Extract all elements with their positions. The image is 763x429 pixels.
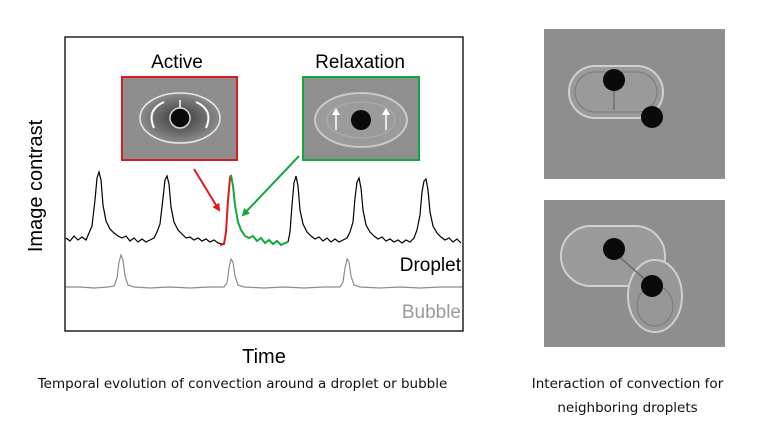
left-caption: Temporal evolution of convection around … [37, 376, 448, 392]
active-label: Active [151, 52, 203, 73]
y-axis-label: Image contrast [25, 119, 47, 252]
bubble-trace [66, 253, 462, 289]
bubble-label: Bubble [402, 302, 461, 323]
x-axis-label: Time [242, 346, 286, 368]
right-caption: Interaction of convection for neighborin… [531, 376, 724, 416]
droplet-label: Droplet [400, 255, 462, 276]
relaxation-label: Relaxation [315, 52, 405, 73]
active-arrow [193, 168, 221, 212]
droplet-trace [65, 169, 226, 245]
micrograph-bottom [544, 200, 725, 347]
droplet-trace-2 [287, 175, 462, 244]
relaxation-inset-image [302, 76, 420, 161]
micrograph-top [544, 29, 725, 179]
relaxation-segment [230, 174, 289, 247]
relaxation-arrow [241, 155, 300, 217]
active-segment [219, 174, 232, 246]
active-inset-image [121, 76, 238, 161]
